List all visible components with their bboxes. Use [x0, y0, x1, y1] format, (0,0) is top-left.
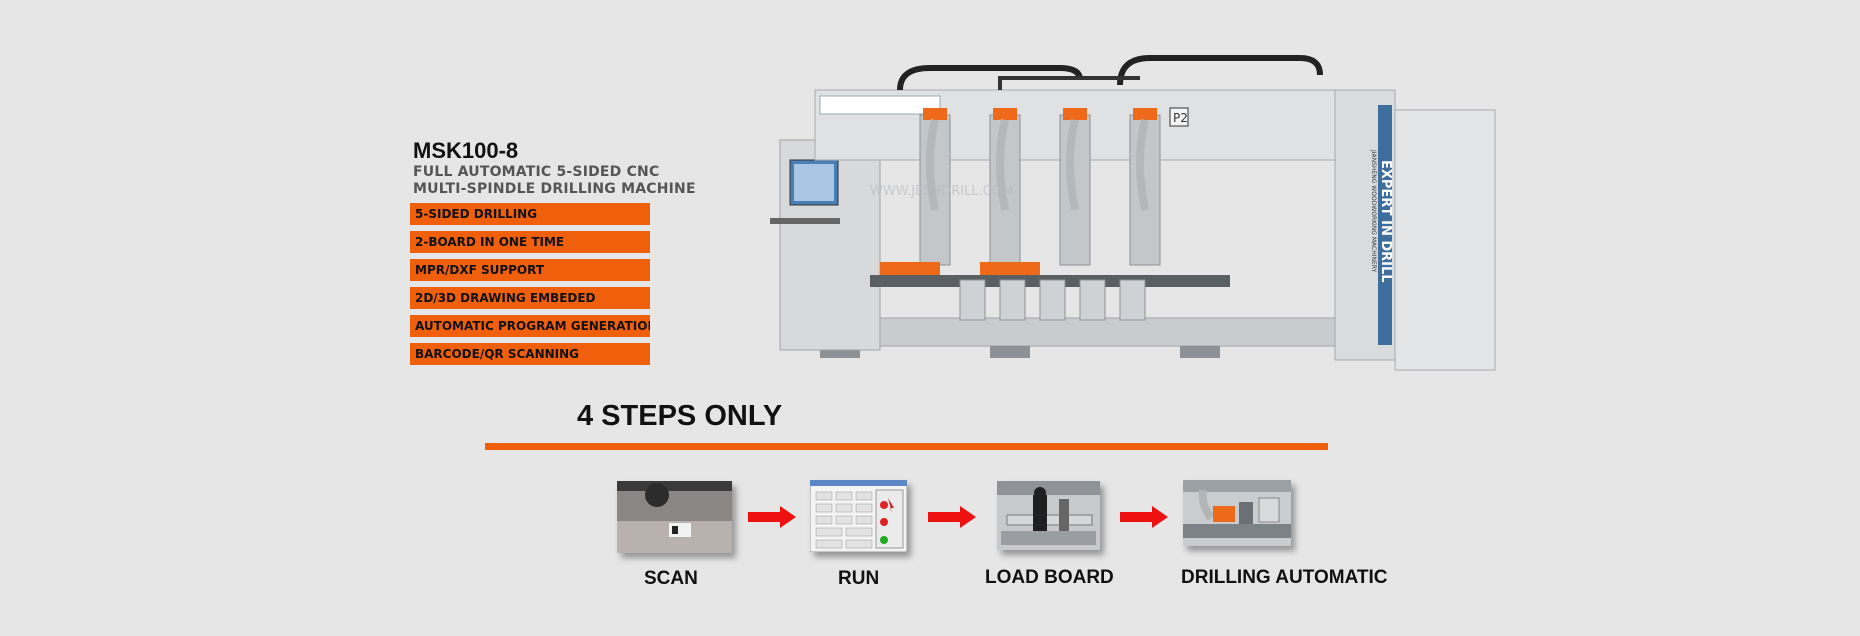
product-subtitle: FULL AUTOMATIC 5-SIDED CNC MULTI-SPINDLE…: [413, 164, 696, 197]
feature-item: MPR/DXF SUPPORT: [410, 259, 650, 281]
step-image-drilling-automatic: [1183, 480, 1291, 546]
step-image-scan: [617, 481, 732, 553]
steps-divider: [485, 443, 1328, 450]
machine-illustration: P2: [760, 50, 1500, 395]
feature-item: AUTOMATIC PROGRAM GENERATION: [410, 315, 650, 337]
machine-badge: P2: [1173, 111, 1188, 125]
watermark-text: WWW.JESHDRILL.COM: [870, 184, 1013, 199]
step-label-drilling-automatic: DRILLING AUTOMATIC: [1181, 567, 1388, 588]
feature-item: 5-SIDED DRILLING: [410, 203, 650, 225]
machine-side-text: EXPERT IN DRILL: [1378, 160, 1393, 283]
feature-item: BARCODE/QR SCANNING: [410, 343, 650, 365]
step-label-load-board: LOAD BOARD: [985, 567, 1114, 588]
step-label-run: RUN: [838, 568, 880, 589]
steps-heading: 4 STEPS ONLY: [577, 400, 783, 432]
step-label-scan: SCAN: [644, 568, 698, 589]
step-image-run: [810, 480, 907, 552]
product-title: MSK100-8: [413, 138, 519, 163]
feature-list: 5-SIDED DRILLING 2-BOARD IN ONE TIME MPR…: [410, 203, 650, 371]
arrow-right-icon: [748, 506, 796, 528]
feature-item: 2D/3D DRAWING EMBEDED: [410, 287, 650, 309]
feature-item: 2-BOARD IN ONE TIME: [410, 231, 650, 253]
arrow-right-icon: [928, 506, 976, 528]
arrow-right-icon: [1120, 506, 1168, 528]
machine-side-small: JIANSHENG WOODWORKING MACHINERY: [1370, 149, 1377, 273]
step-image-load-board: [997, 481, 1100, 550]
